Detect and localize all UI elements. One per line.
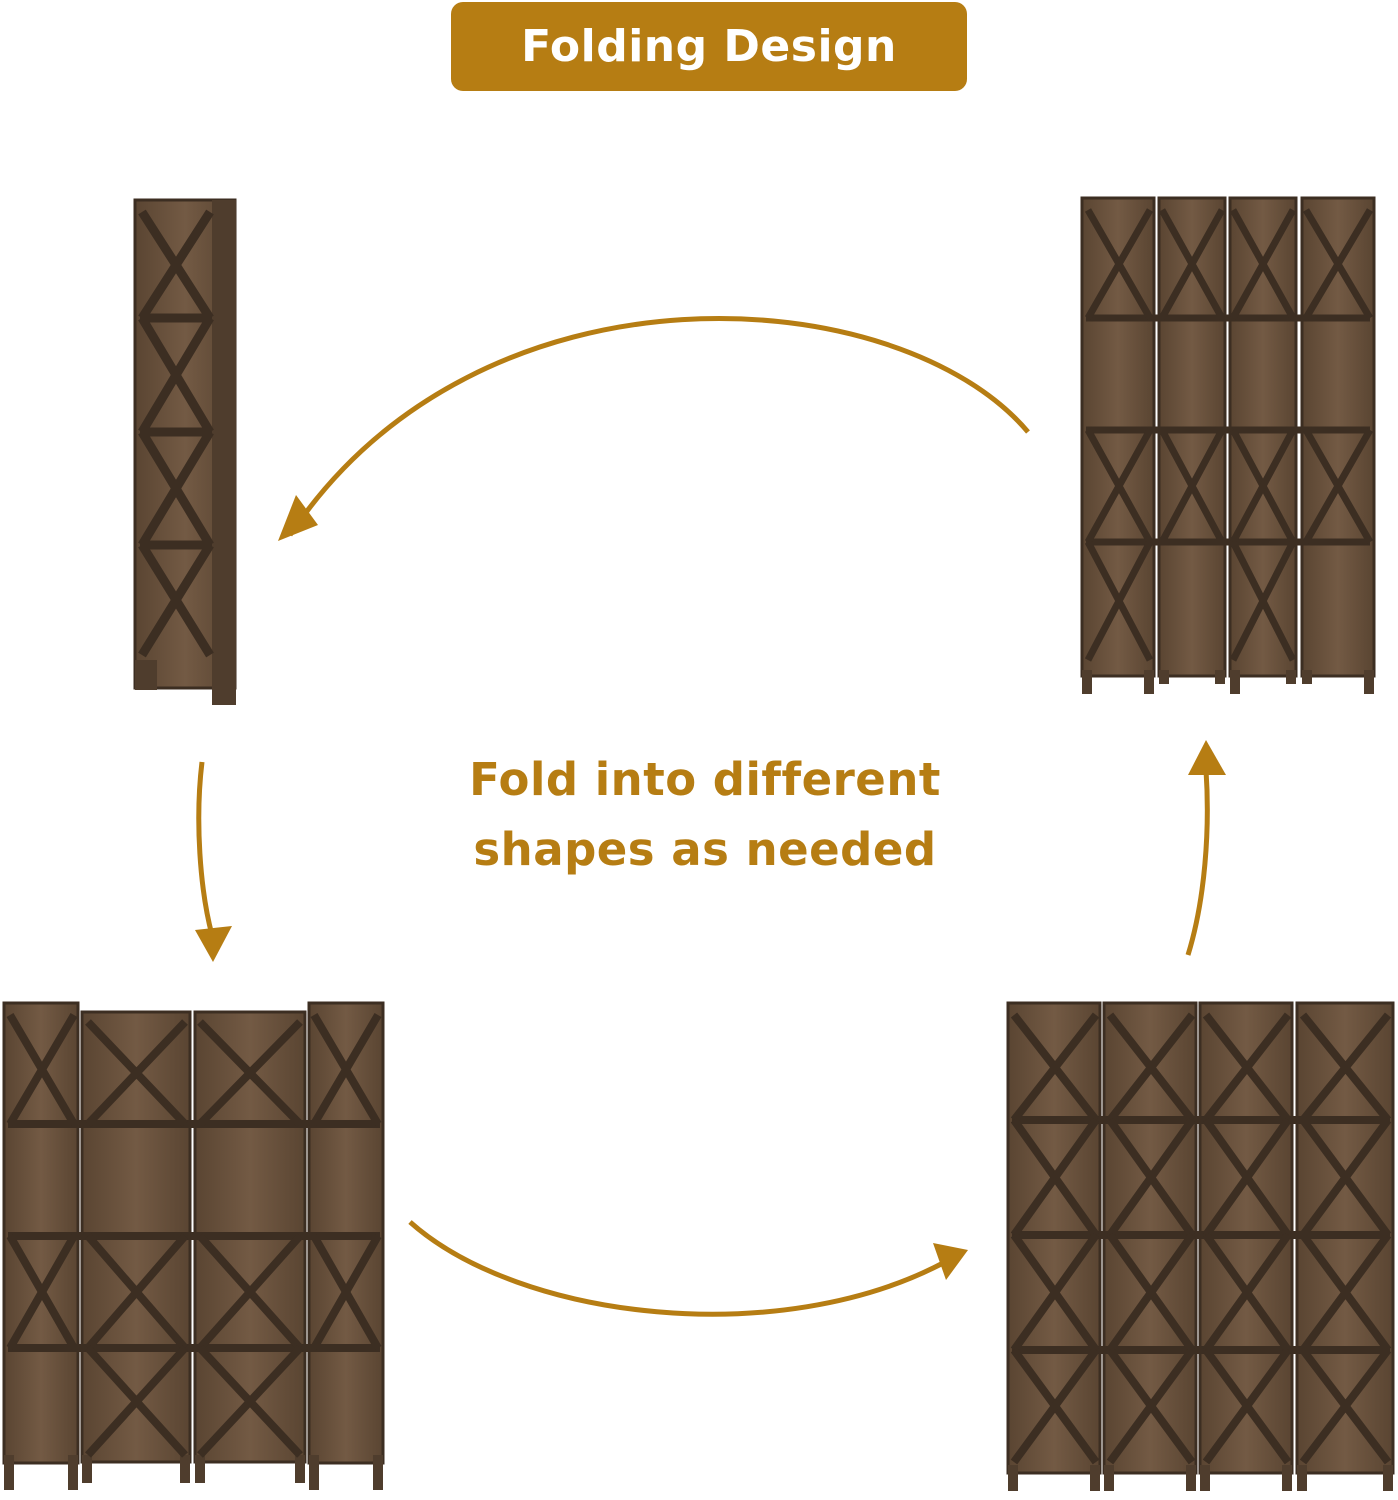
four-panel-open-image-top-right <box>1080 196 1376 694</box>
arrow-top-left-head <box>278 495 318 541</box>
four-panel-bent-image-bottom-left <box>2 1001 385 1490</box>
four-panel-flat-image-bottom-right <box>1006 1001 1395 1491</box>
caption-line-2: shapes as needed <box>473 823 937 876</box>
arrow-bottom <box>408 1220 947 1317</box>
arrow-bottom-head <box>933 1243 968 1280</box>
arrow-right-up <box>1185 769 1210 956</box>
arrow-right-up-head <box>1188 740 1226 775</box>
arrow-left-down <box>196 761 215 936</box>
caption-line-1: Fold into different <box>469 753 941 806</box>
caption: Fold into different shapes as needed <box>400 745 1010 885</box>
title-text: Folding Design <box>521 21 897 72</box>
title-badge: Folding Design <box>451 2 967 91</box>
arrow-left-down-head <box>195 926 232 962</box>
folded-screen-image <box>133 198 237 705</box>
arrow-top-left <box>287 316 1030 537</box>
cycle-arrows <box>195 316 1226 1317</box>
